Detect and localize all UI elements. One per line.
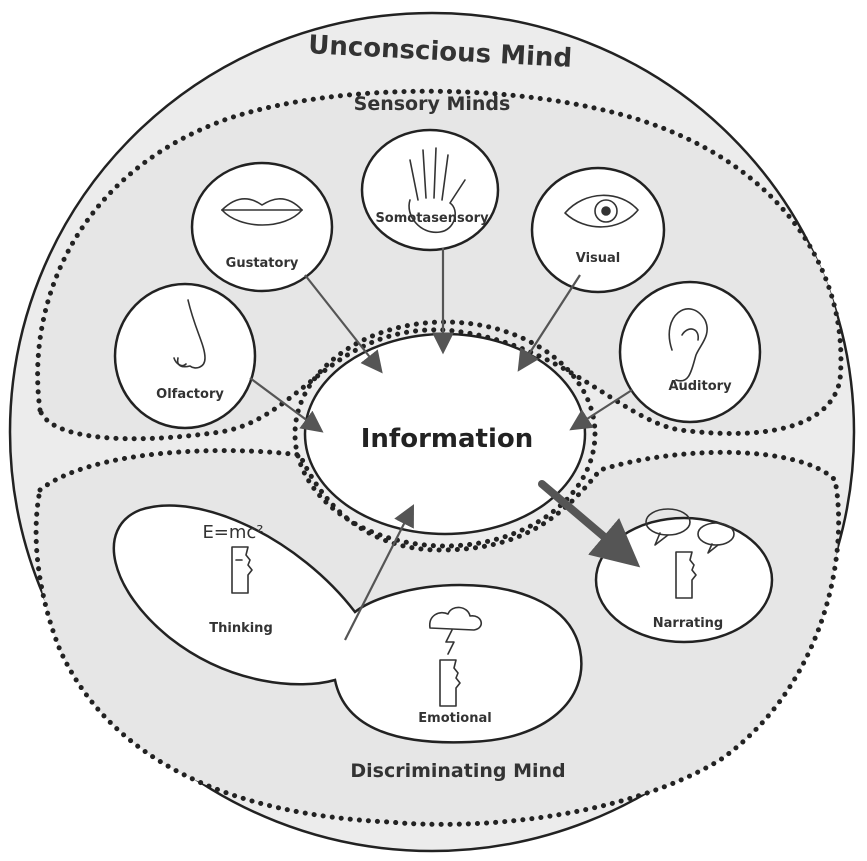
arrow-auditory xyxy=(569,389,633,431)
narrating-face-icon xyxy=(675,551,697,599)
narrating-label: Narrating xyxy=(653,616,723,631)
ear-icon xyxy=(668,308,708,382)
arrow-gustatory xyxy=(304,274,383,374)
olfactory-label: Olfactory xyxy=(156,387,224,402)
auditory-node: Auditory xyxy=(618,280,762,424)
information-label: Information xyxy=(361,424,534,454)
eye-icon xyxy=(564,194,639,228)
hand-icon xyxy=(408,147,466,233)
thinking-label: Thinking xyxy=(209,621,273,636)
visual-node: Visual xyxy=(530,166,666,294)
information-halo xyxy=(292,319,598,549)
olfactory-node: Olfactory xyxy=(113,282,257,430)
gustatory-label: Gustatory xyxy=(226,256,299,271)
arrow-visual xyxy=(517,274,581,372)
visual-label: Visual xyxy=(576,251,621,266)
lips-icon xyxy=(221,198,303,226)
nose-icon xyxy=(173,299,206,369)
storm-cloud-icon xyxy=(429,606,482,655)
formula-label: E=mc² xyxy=(202,522,263,543)
thinking-node xyxy=(112,504,583,744)
auditory-label: Auditory xyxy=(668,379,732,394)
arrow-olfactory xyxy=(249,377,324,433)
face-profile-icon xyxy=(231,546,253,594)
arrow-narrating xyxy=(538,480,641,568)
gustatory-node: Gustatory xyxy=(190,161,334,293)
somotasensory-label: Somotasensory xyxy=(375,211,489,226)
arrow-discriminating xyxy=(344,504,414,641)
speech-bubbles-icon xyxy=(645,508,735,554)
somotasensory-node: Somotasensory xyxy=(360,128,500,252)
emotional-label: Emotional xyxy=(418,711,491,726)
discriminating-mind-label: Discriminating Mind xyxy=(350,760,565,782)
sensory-minds-label: Sensory Minds xyxy=(354,93,511,115)
emotional-face-icon xyxy=(439,659,461,707)
